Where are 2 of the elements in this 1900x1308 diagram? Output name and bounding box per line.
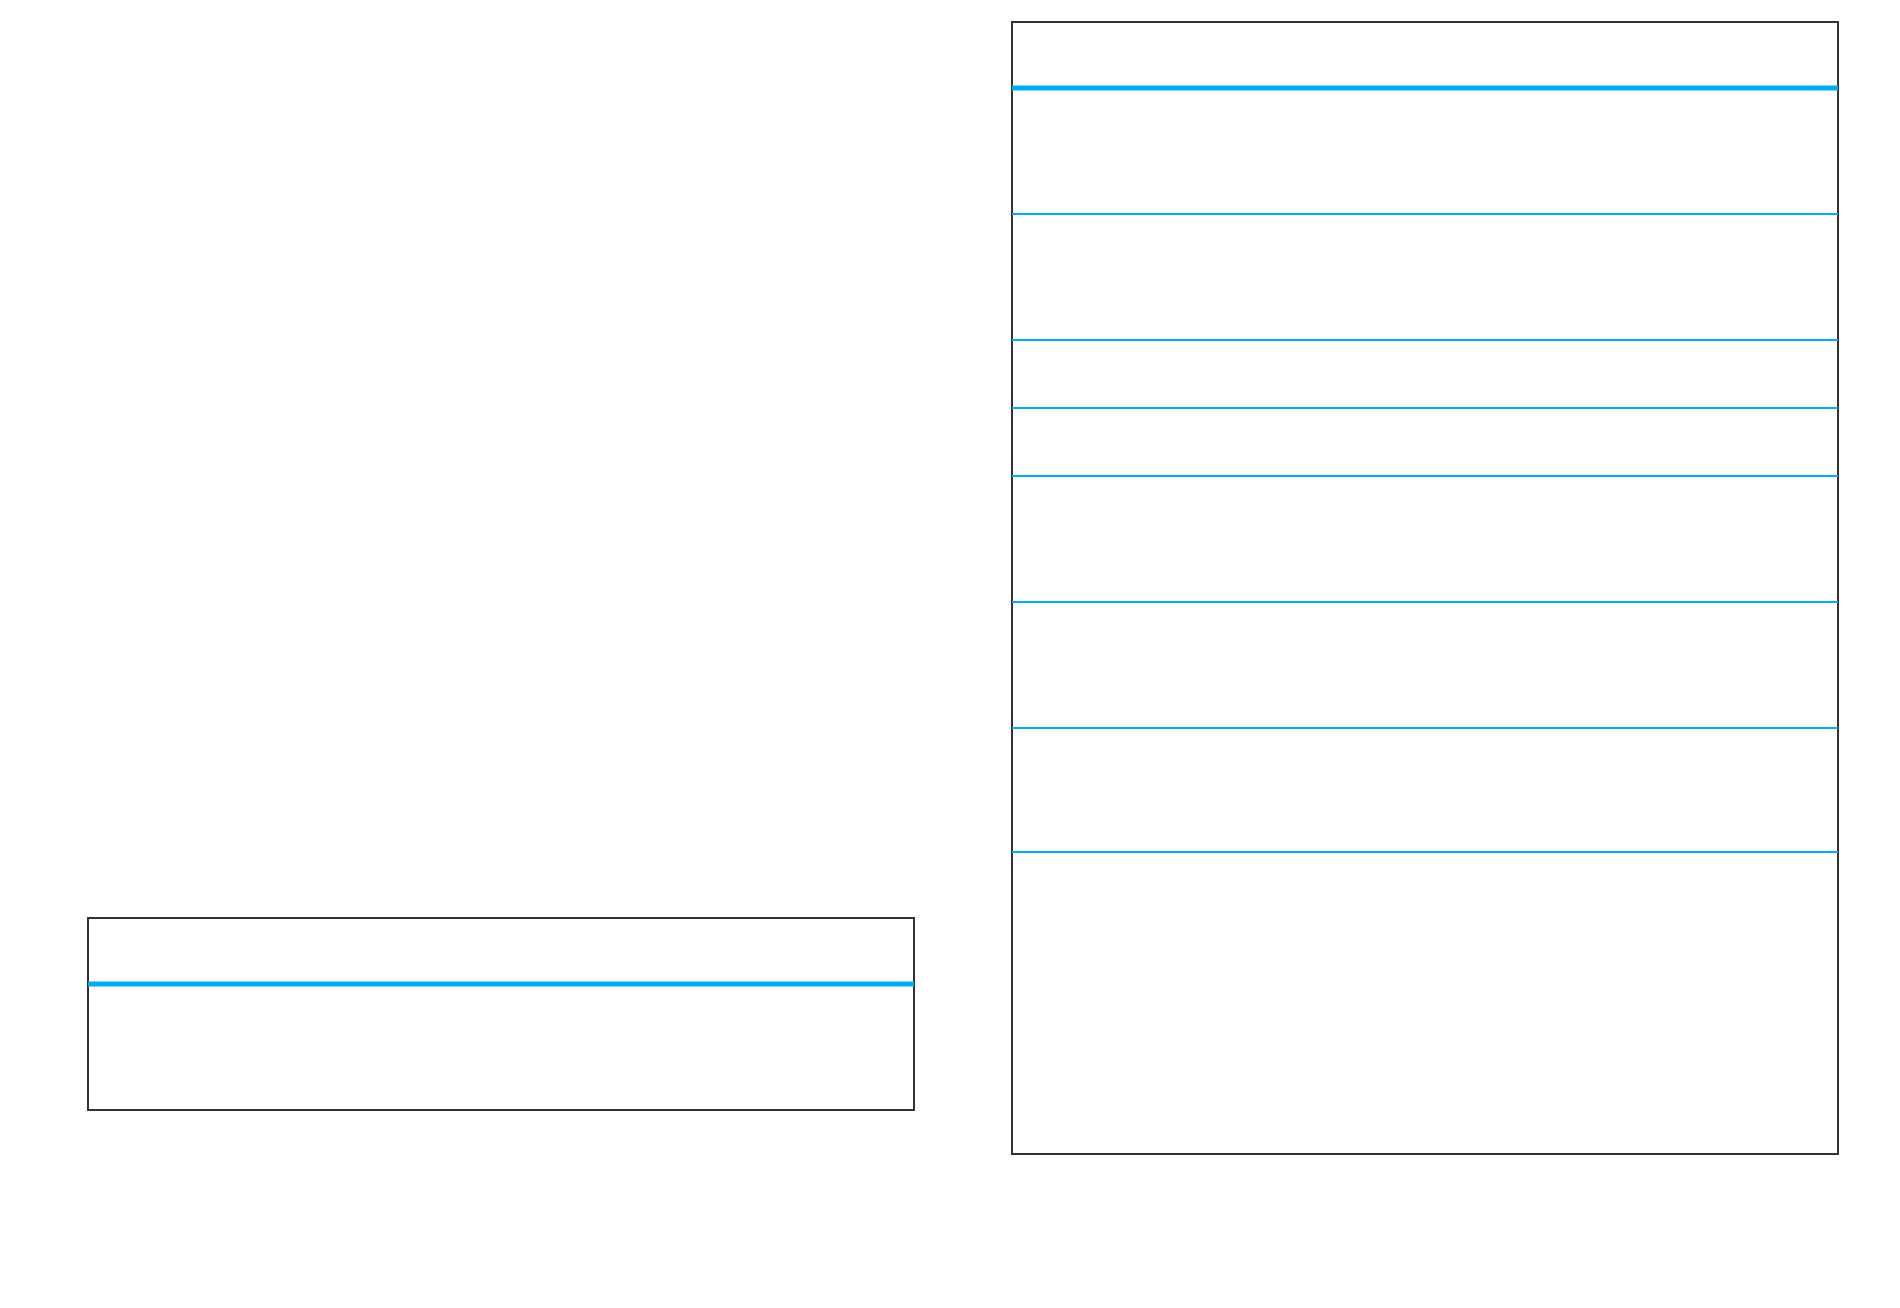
empty-table: [1011, 21, 1839, 1155]
empty-table: [87, 917, 915, 1111]
